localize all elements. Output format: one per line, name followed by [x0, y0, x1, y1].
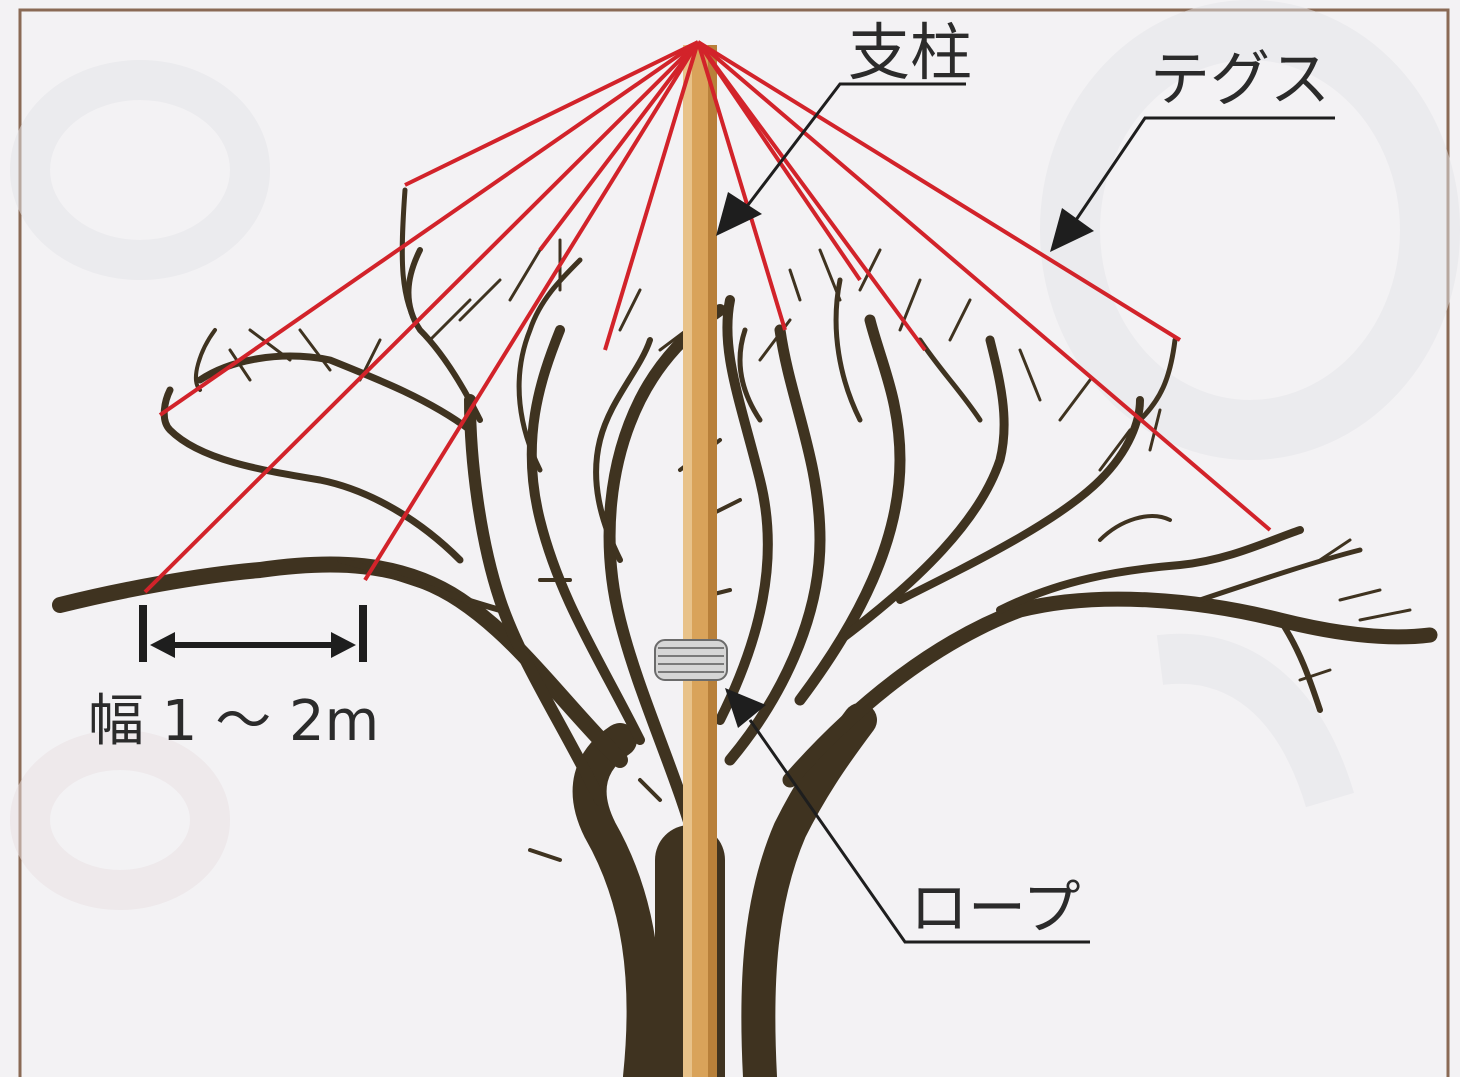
support-pole [683, 45, 717, 1077]
rope-binding [655, 640, 727, 680]
width-label: 幅 1 ～ 2m [88, 689, 379, 754]
support-pole-label: 支柱 [848, 16, 972, 89]
fishing-line-label: テグス [1150, 45, 1330, 115]
rope-label: ロープ [910, 874, 1081, 942]
